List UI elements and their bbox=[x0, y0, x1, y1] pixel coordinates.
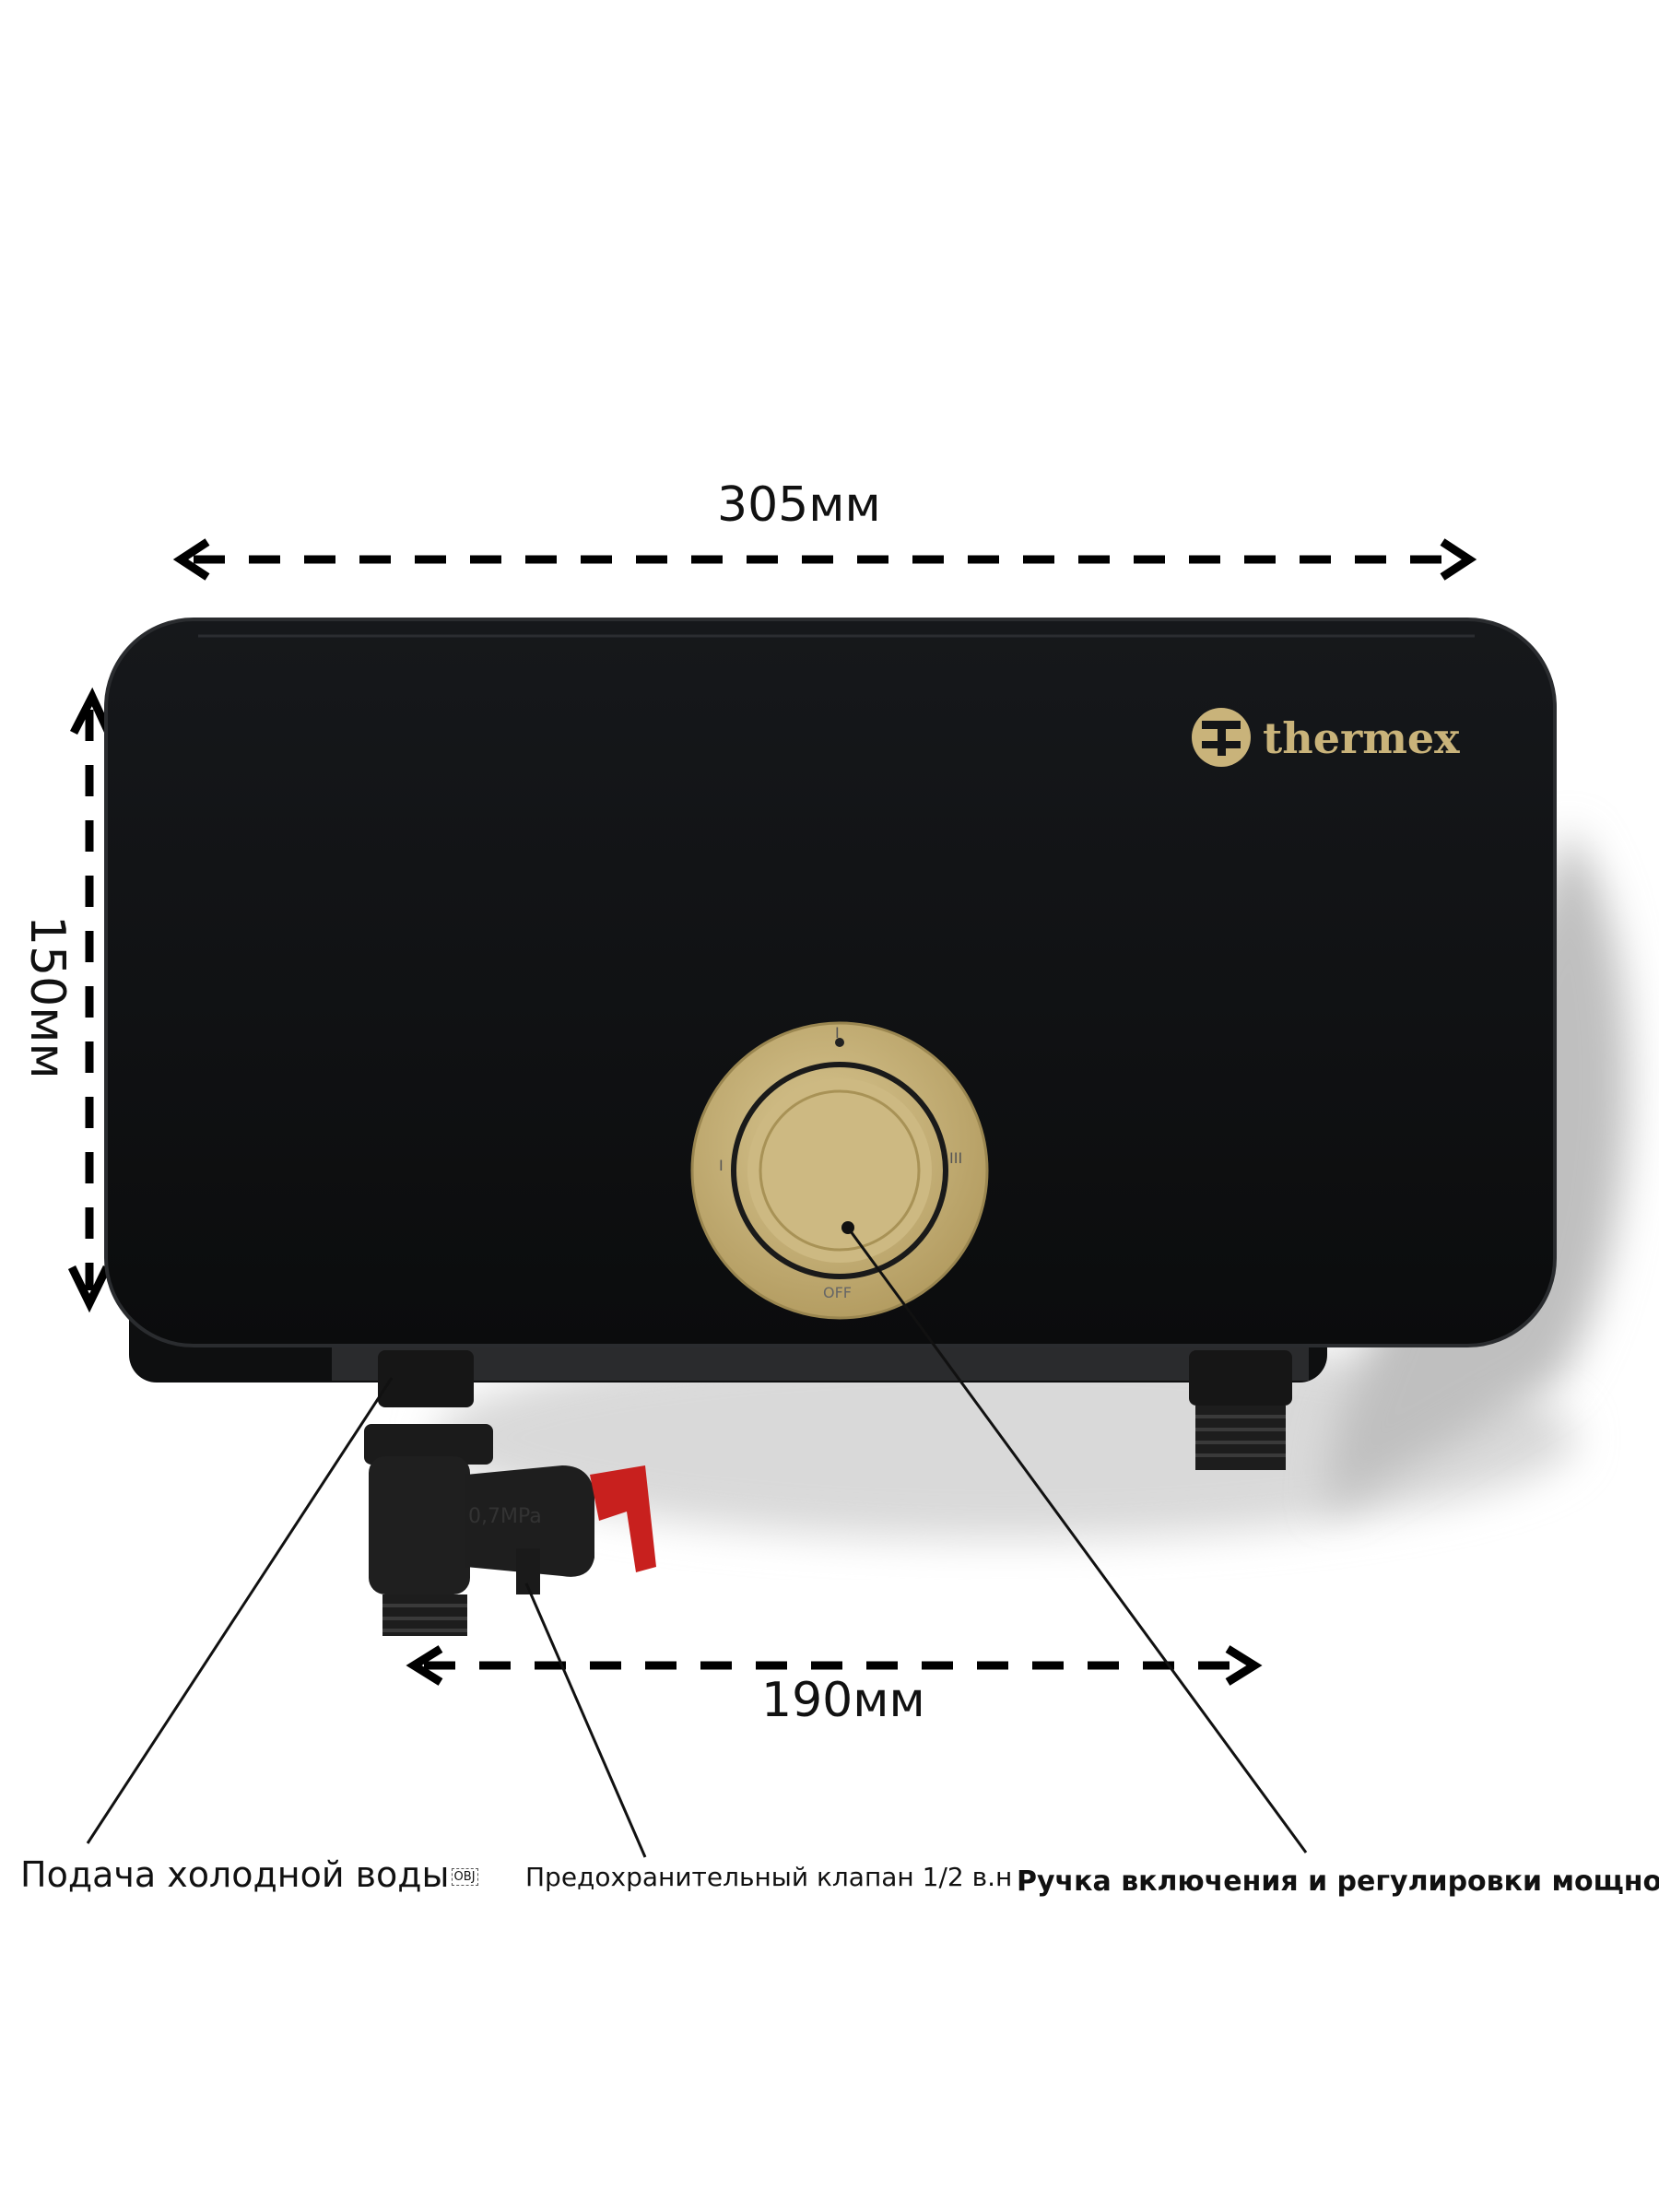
height-dimension-arrow bbox=[67, 687, 113, 1313]
knob-mark-right: III bbox=[949, 1149, 962, 1167]
power-knob-label: Ручка включения и регулировки мощности bbox=[1017, 1865, 1659, 1898]
height-dimension-label: 150мм bbox=[19, 915, 75, 1079]
knob-mark-off: OFF bbox=[823, 1284, 852, 1301]
knob-mark-left: I bbox=[719, 1157, 724, 1174]
brand-logo: thermex bbox=[1192, 708, 1460, 767]
heater-body bbox=[104, 618, 1557, 1382]
width-dimension-arrow bbox=[172, 538, 1477, 581]
valve-marking: 0,7MPa bbox=[468, 1505, 542, 1528]
object-replacement-glyph: OBJ bbox=[451, 1868, 478, 1886]
power-knob[interactable]: I I III OFF bbox=[690, 1021, 989, 1320]
hot-water-outlet bbox=[1189, 1350, 1292, 1470]
knob-mark-top: I bbox=[835, 1024, 840, 1041]
cold-water-label: Подача холодной воды bbox=[20, 1854, 450, 1895]
width-dimension-label: 305мм bbox=[717, 477, 881, 533]
callout-lines bbox=[86, 1227, 1308, 1858]
safety-valve-label: Предохранительный клапан 1/2 в.н bbox=[525, 1862, 1013, 1892]
safety-valve: 0,7MPa bbox=[364, 1350, 656, 1636]
brand-name: thermex bbox=[1263, 713, 1460, 763]
inner-dimension-label: 190мм bbox=[761, 1673, 925, 1728]
